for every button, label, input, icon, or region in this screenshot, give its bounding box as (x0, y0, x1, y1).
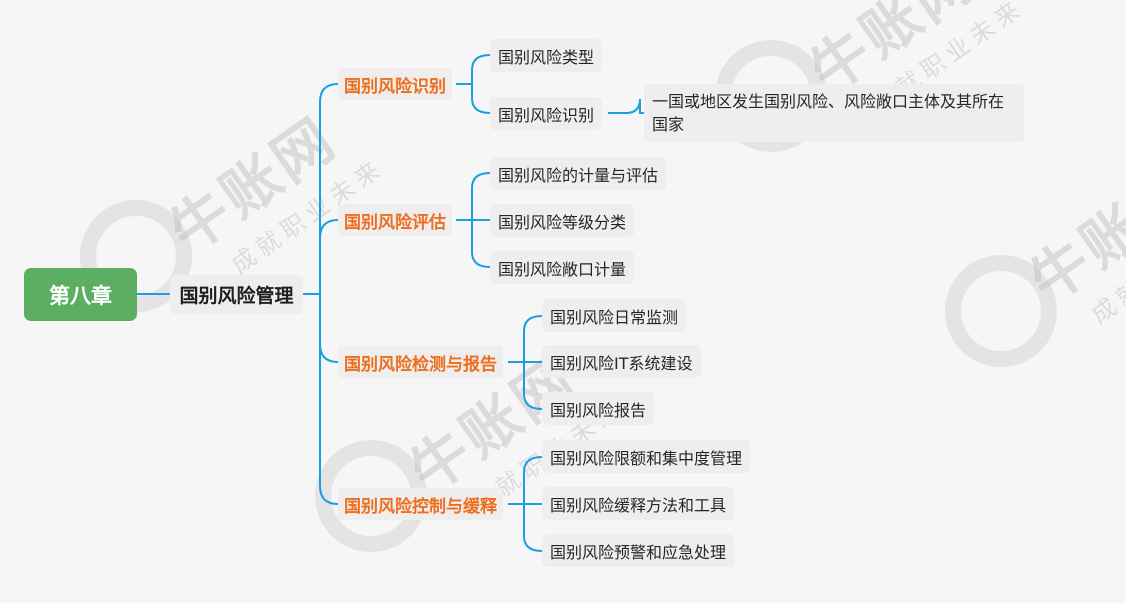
leaf-warning[interactable]: 国别风险预警和应急处理 (542, 534, 735, 567)
leaf-label: 国别风险报告 (550, 400, 647, 420)
connector-trunk (319, 83, 339, 505)
connector-b1-children (471, 54, 491, 114)
leaf-daily-monitoring[interactable]: 国别风险日常监测 (542, 299, 687, 332)
leaf-label: 国别风险IT系统建设 (550, 353, 693, 373)
leaf-label: 国别风险预警和应急处理 (550, 542, 727, 562)
leaf-report[interactable]: 国别风险报告 (542, 392, 655, 425)
connector-b1-detail (608, 98, 644, 114)
branch-label: 国别风险控制与缓释 (344, 496, 497, 517)
leaf-label: 国别风险识别 (498, 105, 595, 125)
leaf-label: 国别风险等级分类 (498, 212, 627, 232)
leaf-risk-identification[interactable]: 国别风险识别 (490, 97, 603, 130)
leaf-limits[interactable]: 国别风险限额和集中度管理 (542, 440, 751, 473)
connector-branch-3 (319, 343, 339, 363)
leaf-label: 国别风险敞口计量 (498, 259, 627, 279)
leaf-label: 国别风险日常监测 (550, 307, 679, 327)
leaf-rating[interactable]: 国别风险等级分类 (490, 204, 635, 237)
root-node[interactable]: 第八章 (24, 268, 137, 321)
main-topic[interactable]: 国别风险管理 (170, 275, 303, 314)
branch-control[interactable]: 国别风险控制与缓释 (338, 488, 503, 520)
branch-label: 国别风险识别 (344, 76, 446, 97)
leaf-measurement[interactable]: 国别风险的计量与评估 (490, 157, 667, 190)
branch-label: 国别风险评估 (344, 212, 446, 233)
leaf-detail[interactable]: 一国或地区发生国别风险、风险敞口主体及其所在国家 (644, 84, 1024, 142)
branch-identification[interactable]: 国别风险识别 (338, 68, 452, 100)
branch-assessment[interactable]: 国别风险评估 (338, 204, 452, 236)
branch-monitoring[interactable]: 国别风险检测与报告 (338, 346, 503, 378)
leaf-label: 国别风险缓释方法和工具 (550, 495, 727, 515)
main-topic-label: 国别风险管理 (179, 285, 294, 307)
leaf-detail-text: 一国或地区发生国别风险、风险敞口主体及其所在国家 (652, 92, 1005, 134)
leaf-label: 国别风险类型 (498, 47, 595, 67)
leaf-it-system[interactable]: 国别风险IT系统建设 (542, 345, 701, 378)
leaf-label: 国别风险限额和集中度管理 (550, 448, 743, 468)
branch-label: 国别风险检测与报告 (344, 354, 497, 375)
leaf-label: 国别风险的计量与评估 (498, 165, 659, 185)
leaf-mitigation[interactable]: 国别风险缓释方法和工具 (542, 487, 735, 520)
leaf-risk-types[interactable]: 国别风险类型 (490, 39, 603, 72)
root-label: 第八章 (49, 283, 112, 308)
connector-branch-2 (319, 219, 339, 239)
leaf-exposure[interactable]: 国别风险敞口计量 (490, 251, 635, 284)
